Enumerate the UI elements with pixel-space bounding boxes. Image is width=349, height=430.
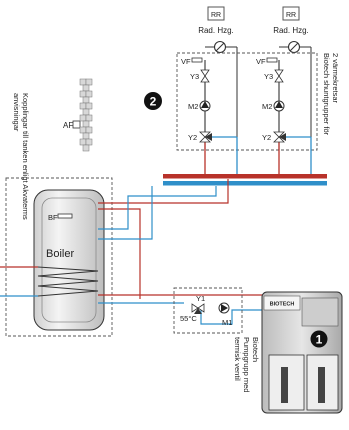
pump-icon: M2: [262, 100, 285, 112]
room-thermostat-right: RR: [282, 6, 300, 21]
biotech-badge: BIOTECH: [270, 302, 295, 308]
rad-hzg-label-left: Rad. Hzg.: [198, 26, 234, 35]
bf-sensor: BF: [48, 213, 73, 222]
vf-label: VF: [256, 57, 266, 66]
three-way-valve-icon: Y2: [262, 131, 286, 143]
rr-label: RR: [211, 12, 221, 19]
tank-to-header-pipes: [98, 179, 229, 299]
svg-text:Kopplingar till tanken enligt: Kopplingar till tanken enligt Akvaterms: [21, 93, 30, 220]
storage-tank: [33, 189, 105, 331]
svg-text:Pumpgrupp med: Pumpgrupp med: [242, 337, 251, 392]
marker-1: 1: [310, 330, 328, 348]
shunt-group-caption: Biotech shuntgrupper för 2 värmekretsar: [322, 53, 340, 136]
y1-label: Y1: [196, 294, 205, 303]
boiler-loop-pipes: [98, 294, 264, 325]
three-way-valve-icon: Y2: [188, 131, 212, 143]
shunt-return-cold: [212, 136, 312, 175]
boiler-label: Boiler: [46, 248, 74, 260]
vf-label: VF: [181, 57, 191, 66]
biotech-boiler: BIOTECH: [261, 291, 343, 414]
temp-label: 55°C: [180, 314, 197, 323]
tank-frame: [5, 177, 113, 337]
marker-2: 2: [144, 92, 162, 110]
three-way-valve-icon: Y1: [191, 294, 205, 314]
tank-pipe-stubs: [0, 266, 38, 297]
rr-label: RR: [286, 12, 296, 19]
heating-coil-icon: [37, 266, 99, 297]
svg-text:2 värmekretsar: 2 värmekretsar: [331, 53, 340, 104]
tank-caption: Kopplingar till tanken enligt Akvaterms …: [12, 93, 30, 220]
distribution-header: [163, 174, 327, 186]
vf-sensor-right: VF: [256, 57, 278, 66]
svg-text:2: 2: [150, 95, 157, 109]
rad-hzg-label-right: Rad. Hzg.: [273, 26, 309, 35]
bf-label: BF: [48, 213, 58, 222]
y3-valve-right: Y3: [264, 69, 284, 83]
outdoor-sensor: AF: [63, 78, 93, 152]
y3-label: Y3: [264, 72, 273, 81]
af-label: AF: [63, 121, 73, 130]
m2-label: M2: [188, 102, 198, 111]
y3-valve-left: Y3: [190, 69, 210, 83]
y2-label: Y2: [188, 133, 197, 142]
room-thermostat-left: RR: [207, 6, 225, 21]
pump-icon: M2: [188, 100, 211, 112]
pump-icon: M1: [218, 302, 232, 327]
svg-text:termisk ventil: termisk ventil: [233, 337, 242, 381]
shunt-riser-hot: [204, 142, 280, 175]
svg-text:Biotech shuntgrupper för: Biotech shuntgrupper för: [322, 53, 331, 136]
svg-text:1: 1: [316, 333, 323, 347]
svg-text:anvisningar: anvisningar: [12, 93, 21, 132]
pump-group-frame: [173, 287, 243, 334]
m2-label: M2: [262, 102, 272, 111]
m1-label: M1: [222, 318, 232, 327]
vf-sensor-left: VF: [181, 57, 203, 66]
shunt-group-frame: [176, 52, 318, 151]
pump-group-caption: Biotech Pumpgrupp med termisk ventil: [233, 337, 260, 392]
thermostat-icon: [287, 40, 301, 54]
y3-label: Y3: [190, 72, 199, 81]
thermostat-icon: [213, 40, 227, 54]
y2-label: Y2: [262, 133, 271, 142]
svg-text:Biotech: Biotech: [251, 337, 260, 362]
